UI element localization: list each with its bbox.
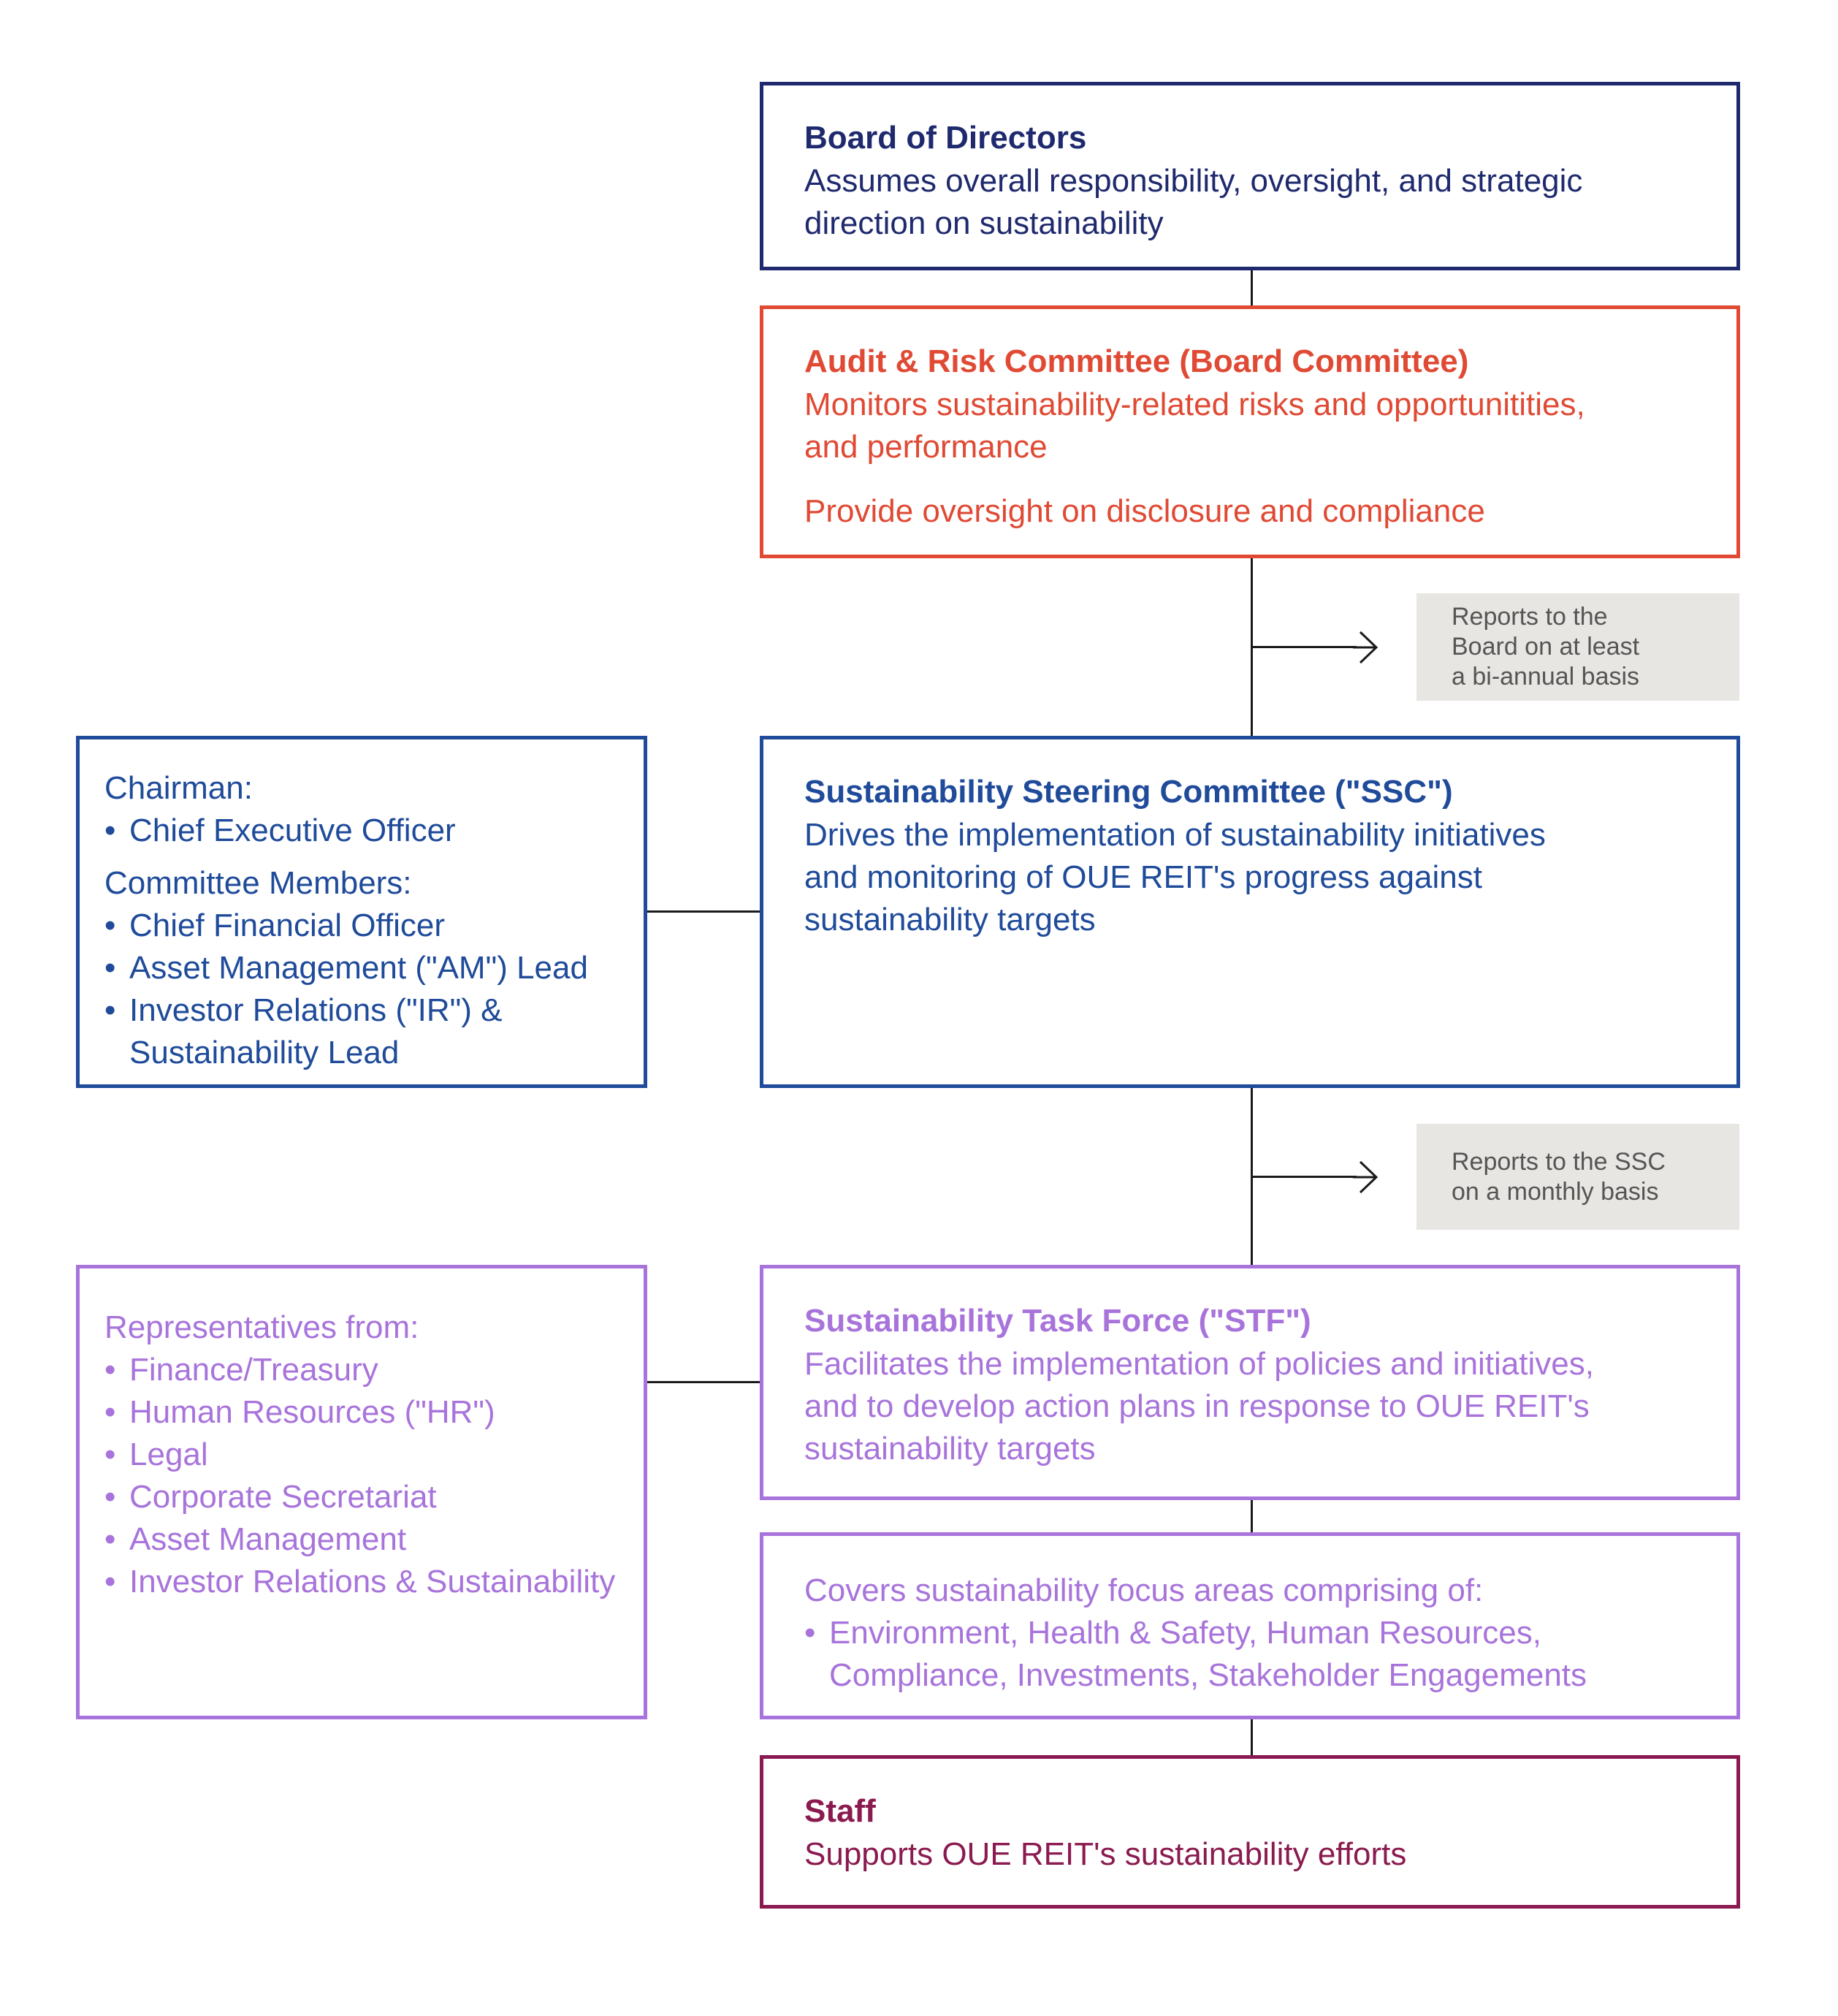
note-board-line2: Board on at least xyxy=(1452,633,1640,661)
note-board-line1: Reports to the xyxy=(1452,603,1608,631)
note-board-line3: a bi-annual basis xyxy=(1452,663,1640,691)
stf-desc-line3: sustainability targets xyxy=(804,1431,1096,1467)
board-desc-line2: direction on sustainability xyxy=(804,205,1164,241)
audit-risk-committee-box: Audit & Risk Committee (Board Committee)… xyxy=(760,305,1740,558)
note-ssc-line1: Reports to the SSC xyxy=(1452,1147,1666,1176)
stf-title: Sustainability Task Force ("STF") xyxy=(804,1303,1311,1339)
list-item: Human Resources ("HR") xyxy=(104,1391,619,1434)
ssc-desc-line2: and monitoring of OUE REIT's progress ag… xyxy=(804,859,1482,895)
connector-board-arc xyxy=(1251,268,1253,308)
members-continuation: Sustainability Lead xyxy=(129,1035,400,1070)
list-item: Environment, Health & Safety, Human Reso… xyxy=(804,1612,1696,1697)
connector-ssc-members xyxy=(645,910,762,913)
arc-desc-line1: Monitors sustainability-related risks an… xyxy=(804,387,1585,422)
connector-focus-staff xyxy=(1251,1717,1253,1757)
list-item: Investor Relations ("IR") & xyxy=(104,989,619,1032)
arrow-right-icon xyxy=(1353,1160,1378,1194)
stf-desc-line1: Facilitates the implementation of polici… xyxy=(804,1346,1594,1382)
list-item: Chief Financial Officer xyxy=(104,905,619,947)
stf-desc-line2: and to develop action plans in response … xyxy=(804,1388,1590,1424)
list-item: Legal xyxy=(104,1434,619,1476)
ssc-desc-line1: Drives the implementation of sustainabil… xyxy=(804,817,1546,853)
list-item: Chief Executive Officer xyxy=(104,810,619,852)
staff-title: Staff xyxy=(804,1793,876,1829)
focus-item-line1: Environment, Health & Safety, Human Reso… xyxy=(829,1615,1541,1651)
board-desc-line1: Assumes overall responsibility, oversigh… xyxy=(804,163,1583,199)
ssc-title: Sustainability Steering Committee ("SSC"… xyxy=(804,774,1453,810)
connector-stf-focus xyxy=(1251,1498,1253,1534)
representatives-label: Representatives from: xyxy=(104,1309,419,1345)
connector-note-ssc xyxy=(1251,1176,1357,1178)
focus-item-line2: Compliance, Investments, Stakeholder Eng… xyxy=(829,1657,1587,1693)
focus-areas-box: Covers sustainability focus areas compri… xyxy=(760,1532,1740,1719)
connector-note-board xyxy=(1251,646,1357,648)
members-list: Chief Financial Officer Asset Management… xyxy=(104,905,619,1032)
list-item: Corporate Secretariat xyxy=(104,1476,619,1518)
list-item: Asset Management xyxy=(104,1518,619,1561)
list-item: Finance/Treasury xyxy=(104,1349,619,1391)
board-title: Board of Directors xyxy=(804,120,1087,156)
staff-box: Staff Supports OUE REIT's sustainability… xyxy=(760,1755,1740,1909)
chairman-list: Chief Executive Officer xyxy=(104,810,619,852)
stf-members-box: Representatives from: Finance/Treasury H… xyxy=(76,1265,647,1719)
focus-list: Environment, Health & Safety, Human Reso… xyxy=(804,1612,1696,1697)
arc-title: Audit & Risk Committee (Board Committee) xyxy=(804,343,1469,379)
representatives-list: Finance/Treasury Human Resources ("HR") … xyxy=(104,1349,619,1603)
arc-desc-line3: Provide oversight on disclosure and comp… xyxy=(804,493,1485,529)
connector-stf-members xyxy=(645,1381,762,1383)
ssc-box: Sustainability Steering Committee ("SSC"… xyxy=(760,736,1740,1088)
arrow-right-icon xyxy=(1353,631,1378,664)
list-item: Asset Management ("AM") Lead xyxy=(104,947,619,989)
chairman-label: Chairman: xyxy=(104,770,253,806)
board-of-directors-box: Board of Directors Assumes overall respo… xyxy=(760,82,1740,270)
stf-box: Sustainability Task Force ("STF") Facili… xyxy=(760,1265,1740,1500)
focus-label: Covers sustainability focus areas compri… xyxy=(804,1572,1484,1608)
list-item: Investor Relations & Sustainability xyxy=(104,1561,619,1603)
note-reports-to-board: Reports to the Board on at least a bi-an… xyxy=(1416,593,1739,701)
ssc-members-box: Chairman: Chief Executive Officer Commit… xyxy=(76,736,647,1088)
note-ssc-line2: on a monthly basis xyxy=(1452,1177,1659,1206)
arc-desc-line2: and performance xyxy=(804,429,1048,465)
note-reports-to-ssc: Reports to the SSC on a monthly basis xyxy=(1416,1124,1739,1230)
members-label: Committee Members: xyxy=(104,865,412,901)
ssc-desc-line3: sustainability targets xyxy=(804,902,1096,937)
staff-desc-line1: Supports OUE REIT's sustainability effor… xyxy=(804,1836,1407,1872)
